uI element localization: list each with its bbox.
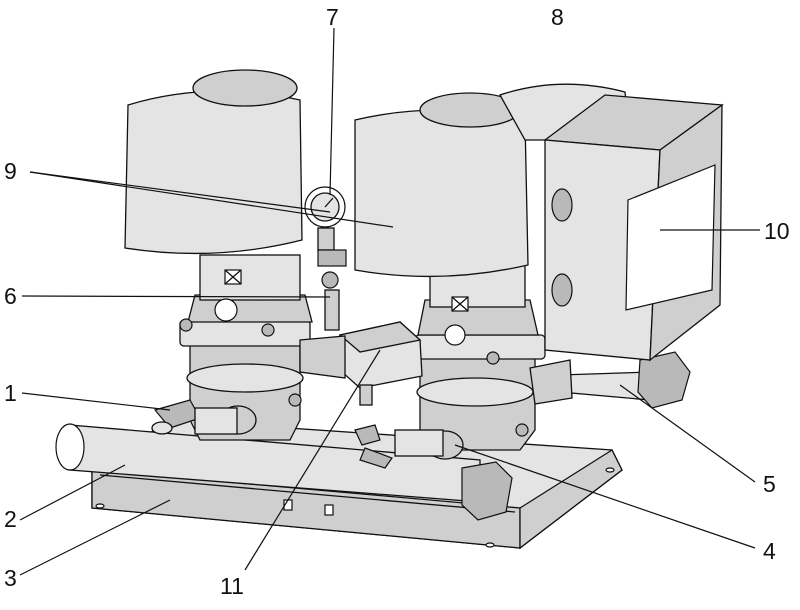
callout-7: 7 <box>326 4 339 30</box>
pump-right <box>354 92 546 451</box>
callout-6: 6 <box>4 283 17 309</box>
callout-3: 3 <box>4 565 17 591</box>
callout-9: 9 <box>4 158 17 184</box>
callout-11: 11 <box>220 573 244 599</box>
ball-valve-right <box>354 424 464 469</box>
pressure-gauge <box>304 186 347 331</box>
callout-1: 1 <box>4 380 17 406</box>
callout-10: 10 <box>764 218 790 244</box>
ball-valve-left <box>151 399 257 435</box>
suction-manifold <box>55 423 513 521</box>
callout-5: 5 <box>763 471 776 497</box>
callout-8: 8 <box>551 4 564 30</box>
pump-left <box>124 69 313 441</box>
check-valve-right <box>529 359 573 405</box>
check-valve-left <box>299 335 346 379</box>
callout-4: 4 <box>763 538 776 564</box>
discharge-manifold <box>559 351 691 409</box>
pressure-switch <box>338 321 423 406</box>
leader-lines <box>19 27 760 576</box>
control-cabinet <box>543 94 724 362</box>
callout-2: 2 <box>4 506 17 532</box>
